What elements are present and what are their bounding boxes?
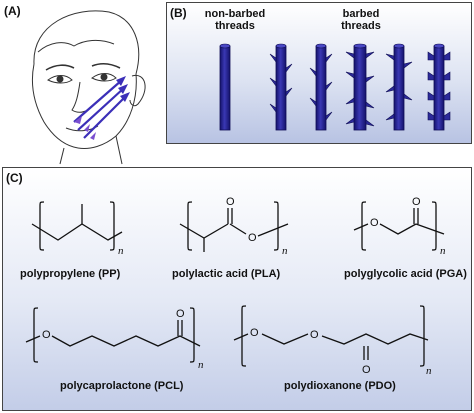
pla-subscript: n: [282, 245, 288, 257]
panel-a-label: (A): [4, 4, 21, 18]
caption-barbed-line1: barbed: [342, 8, 380, 20]
pga-subscript: n: [440, 245, 446, 257]
caption-non-barbed-line2: threads: [215, 20, 255, 32]
threads-illustration: [219, 43, 451, 131]
caption-non-barbed: non-barbed threads: [190, 8, 280, 32]
pga-name: polyglycolic acid (PGA): [344, 268, 467, 280]
face-sketch-illustration: [31, 10, 146, 165]
pga-carbonyl-o: O: [412, 196, 421, 208]
structure-pcl: O O n: [25, 307, 204, 371]
pdo-ether-o: O: [310, 329, 319, 341]
pdo-name: polydioxanone (PDO): [284, 380, 396, 392]
thread-non-barbed: [219, 43, 231, 131]
thread-barbed-cog: [427, 43, 451, 131]
caption-non-barbed-line1: non-barbed: [204, 8, 266, 20]
caption-barbed-line2: threads: [341, 20, 381, 32]
structure-pga: O O n: [353, 196, 446, 257]
pcl-ester-o: O: [42, 329, 51, 341]
pp-name: polypropylene (PP): [20, 268, 121, 280]
pga-ester-o: O: [370, 217, 379, 229]
panel-c-box: [2, 167, 472, 411]
pla-carbonyl-o: O: [226, 196, 235, 208]
thread-barbed-bidirectional: [345, 43, 375, 131]
thread-arrows: [73, 79, 127, 139]
thread-barbed-multi: [385, 43, 413, 131]
thread-barbed-unidirectional: [269, 43, 293, 131]
pdo-carbonyl-o: O: [362, 364, 371, 376]
pla-name: polylactic acid (PLA): [172, 268, 281, 280]
structure-pdo: O O O n: [233, 305, 432, 377]
pcl-name: polycaprolactone (PCL): [60, 380, 184, 392]
pcl-carbonyl-o: O: [176, 308, 185, 320]
pp-subscript: n: [118, 245, 124, 257]
structure-pla: O O n: [179, 196, 289, 257]
pla-ester-o: O: [248, 232, 257, 244]
pdo-subscript: n: [426, 365, 432, 377]
caption-barbed: barbed threads: [326, 8, 396, 32]
thread-barbed-unidirectional-2: [309, 43, 333, 131]
panel-b-label: (B): [170, 6, 187, 20]
pcl-subscript: n: [198, 359, 204, 371]
panel-c-label: (C): [6, 171, 23, 185]
structure-pp: n: [31, 201, 124, 257]
pdo-ester-o: O: [250, 327, 259, 339]
